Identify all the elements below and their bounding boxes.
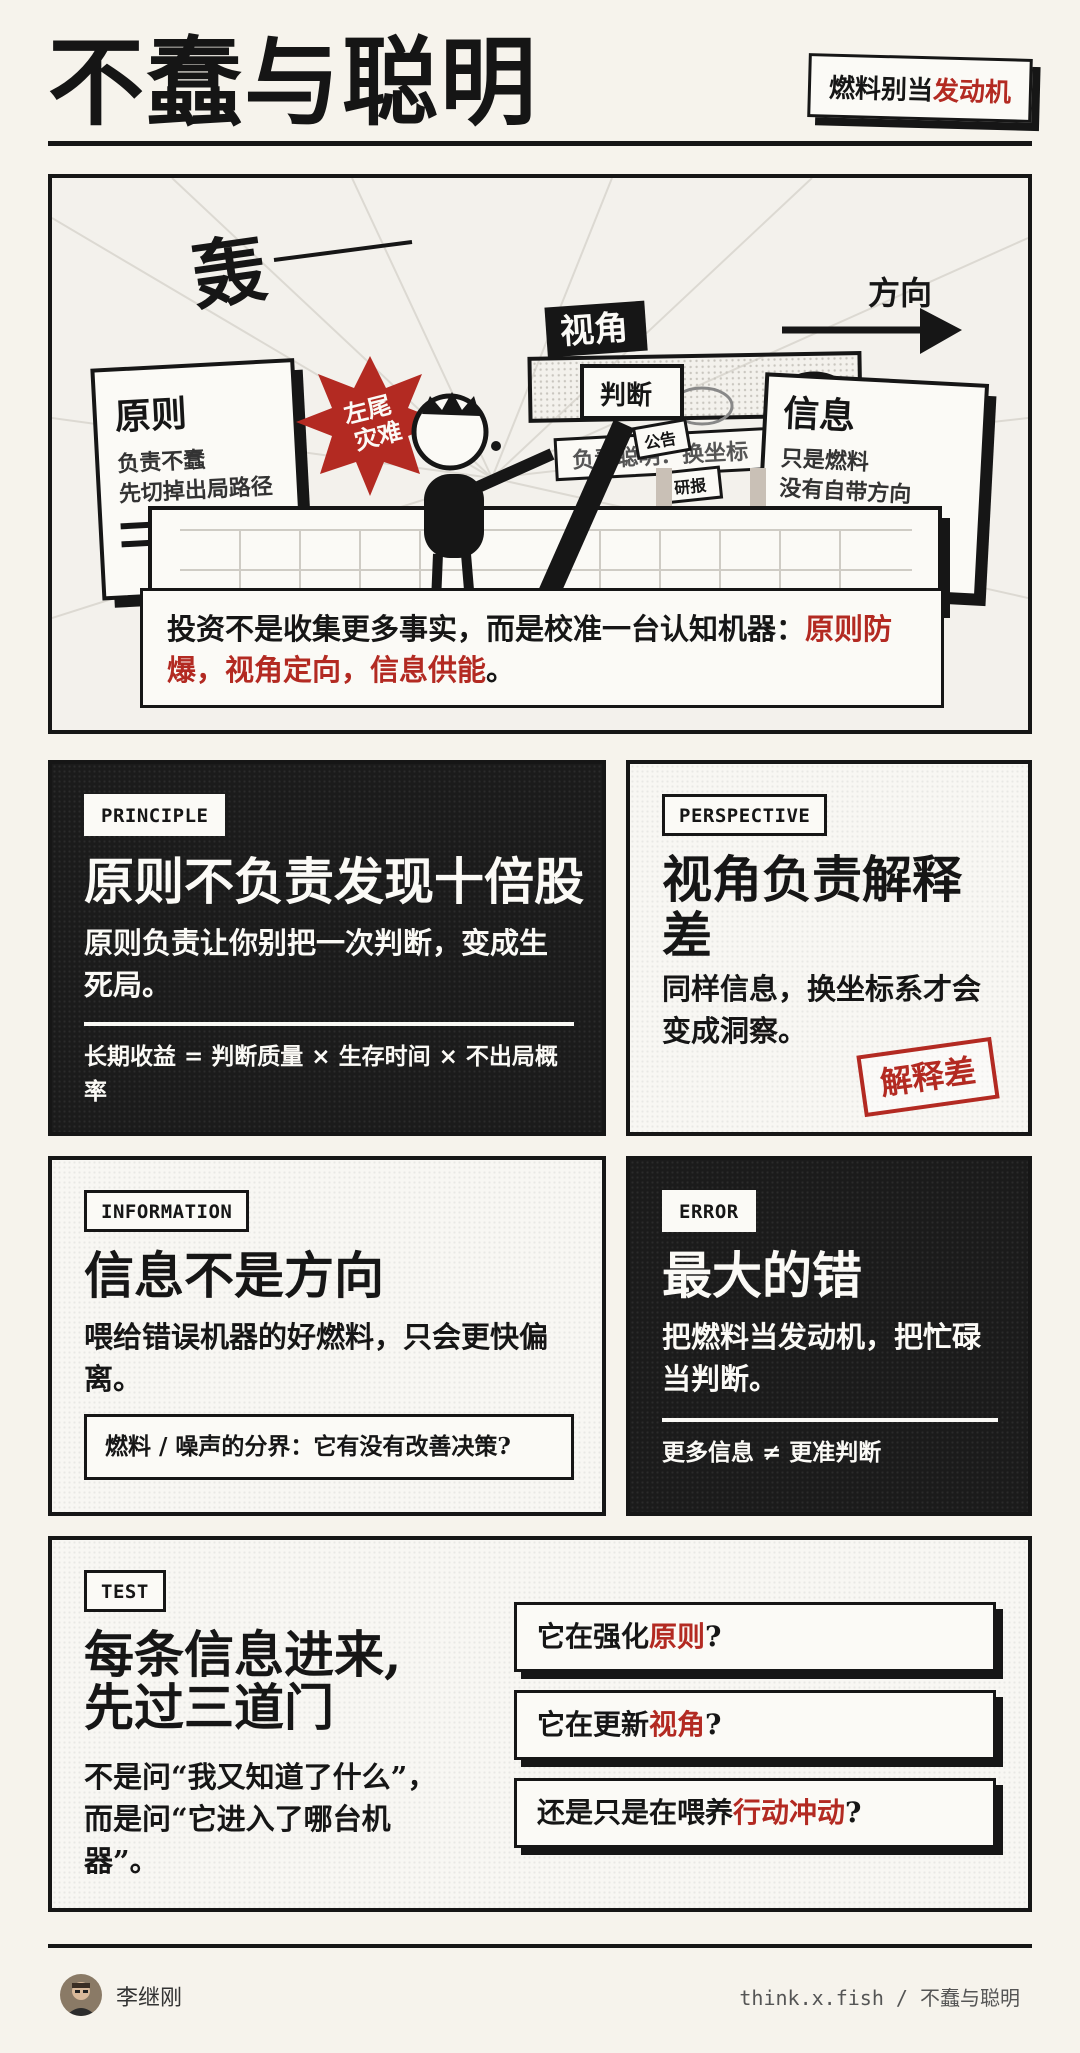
error-body: 把燃料当发动机，把忙碌当判断。 — [662, 1320, 982, 1397]
lever — [527, 419, 635, 623]
perspective-label: PERSPECTIVE — [662, 794, 828, 836]
svg-text:只是燃料: 只是燃料 — [780, 445, 869, 476]
question-gate-1: 它在强化原则? — [514, 1602, 996, 1672]
subtitle-tag-highlight: 发动机 — [932, 75, 1012, 108]
svg-text:研报: 研报 — [673, 476, 707, 498]
hero-caption-suffix: 。 — [486, 653, 516, 688]
test-title-line2: 先过三道门 — [84, 1678, 334, 1737]
information-label: INFORMATION — [84, 1190, 250, 1232]
information-card: INFORMATION 信息不是方向 喂给错误机器的好燃料，只会更快偏离。 燃料… — [48, 1156, 606, 1516]
question-gate-2: 它在更新视角? — [514, 1690, 996, 1760]
svg-text:原则: 原则 — [114, 393, 188, 439]
test-label: TEST — [84, 1570, 166, 1612]
principle-formula: 长期收益 = 判断质量 × 生存时间 × 不出局概率 — [84, 1044, 558, 1105]
sfx-text: 轰 — [186, 226, 271, 321]
research-chip: 研报 — [663, 465, 724, 505]
page-title: 不蠢与聪明 — [48, 26, 538, 139]
principle-title: 原则不负责发现十倍股 — [84, 852, 584, 911]
direction-label: 方向 — [868, 274, 932, 312]
perspective-title: 视角负责解释差 — [662, 850, 962, 965]
sfx-dash — [273, 240, 413, 262]
information-title: 信息不是方向 — [84, 1246, 384, 1305]
error-label: ERROR — [662, 1190, 756, 1232]
error-formula: 更多信息 ≠ 更准判断 — [662, 1440, 882, 1466]
direction-arrow-icon — [782, 308, 962, 354]
hero-illustration: 轰 原则 负责不蠢 先切掉出局路径 负责聪明：换坐标 视角 判断 — [48, 174, 1032, 734]
machine-pillar — [750, 468, 766, 508]
svg-text:信息: 信息 — [782, 392, 856, 438]
hero-caption-highlight: 原则防爆，视角定向，信息供能 — [167, 612, 893, 688]
left-tail-starburst: 左尾 灾难 — [296, 356, 444, 496]
information-body: 喂给错误机器的好燃料，只会更快偏离。 — [84, 1320, 549, 1397]
test-title-line1: 每条信息进来, — [84, 1625, 402, 1684]
perspective-card: PERSPECTIVE 视角负责解释差 同样信息，换坐标系才会变成洞察。 解释差 — [626, 760, 1032, 1136]
test-body: 不是问“我又知道了什么”，而是问“它进入了哪台机器”。 — [84, 1760, 437, 1879]
machine-pillar — [656, 468, 672, 508]
fuel-noise-note: 燃料 / 噪声的分界：它有没有改善决策? — [84, 1414, 574, 1480]
hero-caption: 投资不是收集更多事实，而是校准一台认知机器：原则防爆，视角定向，信息供能。 — [140, 588, 944, 708]
test-title: 每条信息进来, 先过三道门 — [84, 1628, 484, 1734]
principle-body: 原则负责让你别把一次判断，变成生死局。 — [84, 926, 549, 1003]
judgment-tag: 判断 — [580, 364, 684, 420]
footer-rule — [48, 1944, 1032, 1948]
perspective-tag: 视角 — [544, 300, 648, 358]
subtitle-tag: 燃料别当发动机 — [807, 53, 1033, 123]
principle-divider — [84, 1022, 574, 1026]
svg-text:判断: 判断 — [600, 380, 652, 411]
header-rule — [48, 141, 1032, 146]
principle-label: PRINCIPLE — [84, 794, 226, 836]
announcement-chip: 公告 — [631, 417, 692, 461]
test-card: TEST 每条信息进来, 先过三道门 不是问“我又知道了什么”，而是问“它进入了… — [48, 1536, 1032, 1912]
error-card: ERROR 最大的错 把燃料当发动机，把忙碌当判断。 更多信息 ≠ 更准判断 — [626, 1156, 1032, 1516]
question-gate-3: 还是只是在喂养行动冲动? — [514, 1778, 996, 1848]
author-avatar — [60, 1974, 102, 2016]
principle-card: PRINCIPLE 原则不负责发现十倍股 原则负责让你别把一次判断，变成生死局。… — [48, 760, 606, 1136]
perspective-body: 同样信息，换坐标系才会变成洞察。 — [662, 972, 982, 1049]
svg-text:视角: 视角 — [559, 308, 630, 353]
hero-caption-prefix: 投资不是收集更多事实，而是校准一台认知机器： — [167, 612, 806, 646]
site-credit: think.x.fish / 不蠢与聪明 — [739, 1986, 1020, 2010]
svg-text:负责不蠢: 负责不蠢 — [117, 447, 206, 478]
avatar-portrait-icon — [60, 1974, 102, 2016]
author-name: 李继刚 — [116, 1986, 183, 2011]
subtitle-tag-prefix: 燃料别当 — [828, 73, 934, 106]
error-divider — [662, 1418, 998, 1422]
error-title: 最大的错 — [662, 1246, 862, 1305]
